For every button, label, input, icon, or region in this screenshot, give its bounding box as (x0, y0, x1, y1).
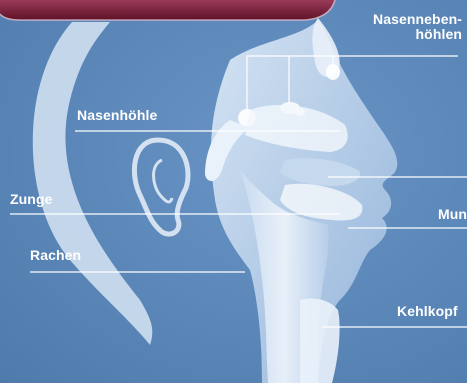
larynx-shape (300, 298, 340, 383)
label-mund: Mund (438, 207, 467, 222)
ear-shape (134, 140, 188, 234)
label-kehlkopf: Kehlkopf (397, 304, 458, 319)
label-rachen: Rachen (30, 248, 81, 263)
label-nasennebenhoehlen-line2: höhlen (350, 27, 462, 42)
label-nasennebenhoehlen-line1: Nasenneben- (350, 12, 462, 27)
label-nasenhoehle: Nasenhöhle (77, 108, 157, 123)
label-nasennebenhoehlen: Nasenneben- höhlen (350, 12, 462, 42)
label-zunge: Zunge (10, 192, 53, 207)
top-banner (0, 0, 335, 20)
